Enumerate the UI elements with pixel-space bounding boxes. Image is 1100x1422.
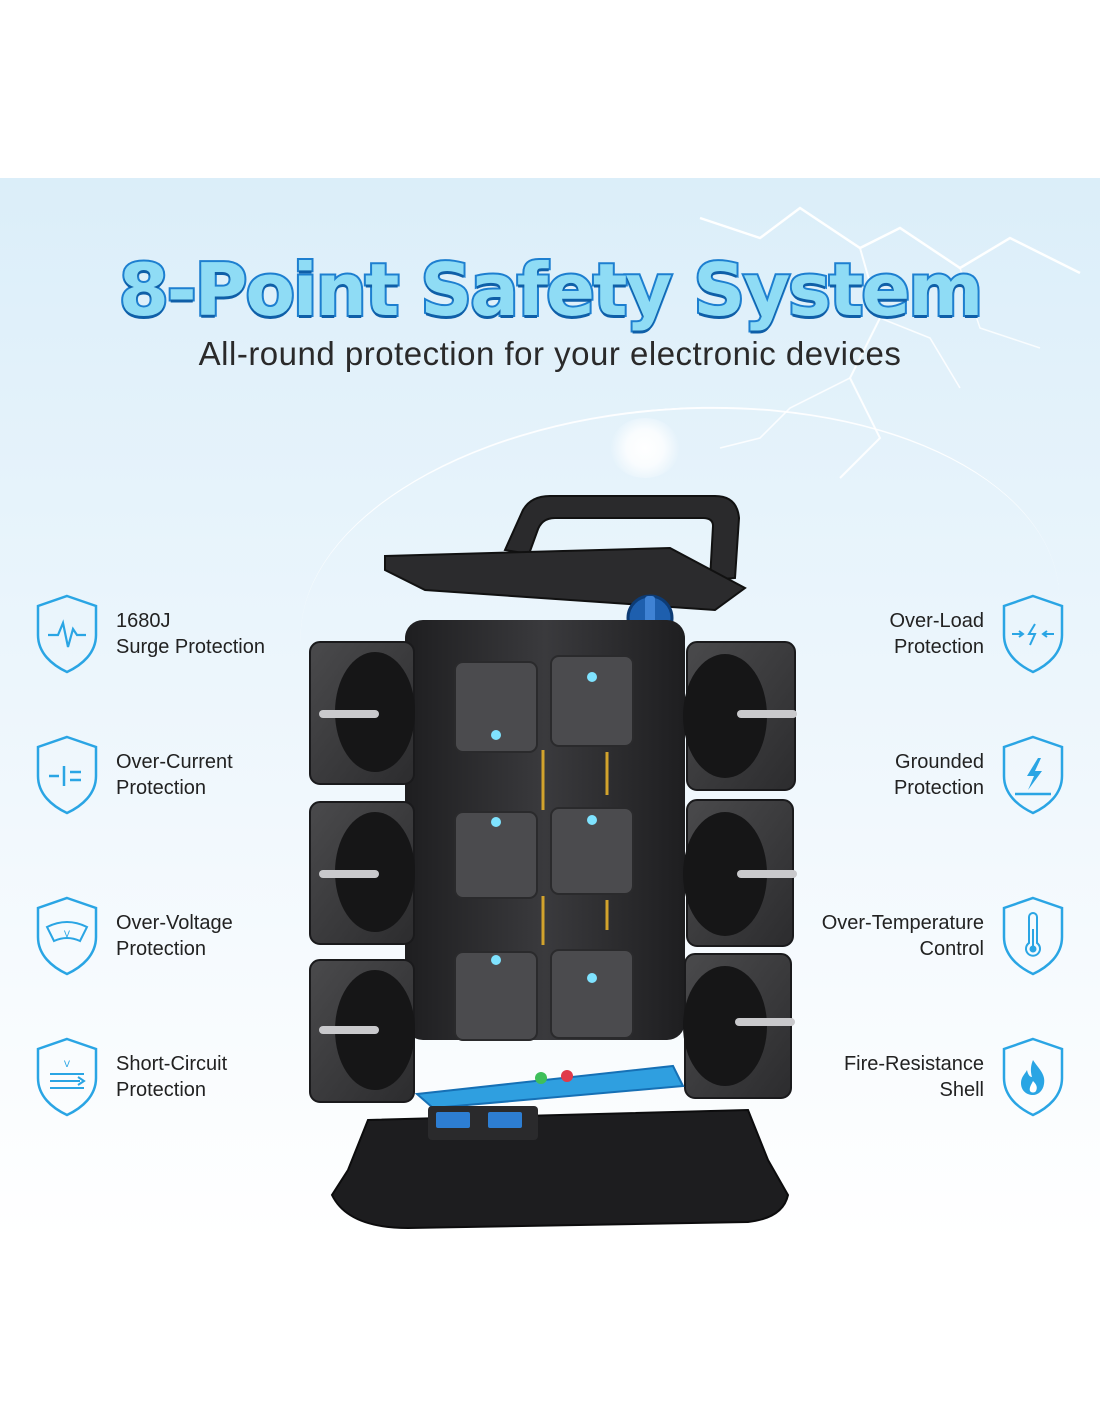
feature-label: Over-Temperature Control <box>821 912 984 960</box>
page-subtitle: All-round protection for your electronic… <box>198 335 902 372</box>
feature-grounded: Grounded Protection <box>894 734 1066 816</box>
feature-label: Over-Current Protection <box>116 751 233 799</box>
feature-over-temperature: Over-Temperature Control <box>822 895 1066 977</box>
voltage-gauge-icon: V <box>36 896 98 976</box>
svg-text:V: V <box>64 1060 71 1070</box>
feature-label: Over-Voltage Protection <box>116 912 233 960</box>
lightning-bolt-decoration <box>699 206 1081 479</box>
flame-icon <box>1002 1037 1064 1117</box>
hero-banner: 8-Point Safety System All-round protecti… <box>0 178 1100 1242</box>
feature-fire-resistance: Fire-Resistance Shell <box>844 1036 1066 1118</box>
usb-port-icon <box>436 1112 470 1128</box>
ground-bolt-icon <box>1002 735 1064 815</box>
tower-base <box>330 1106 790 1230</box>
thermometer-icon <box>1002 896 1064 976</box>
usb-port-icon <box>488 1112 522 1128</box>
feature-label: Grounded Protection <box>893 751 984 799</box>
overload-icon <box>1002 594 1064 674</box>
power-strip-tower-image <box>309 495 797 1120</box>
feature-label: Short-Circuit Protection <box>116 1053 228 1101</box>
feature-over-voltage: V Over-Voltage Protection <box>34 895 233 977</box>
svg-text:V: V <box>64 930 71 940</box>
feature-surge: 1680J Surge Protection <box>34 593 265 675</box>
feature-over-load: Over-Load Protection <box>890 593 1067 675</box>
page-title: 8-Point Safety System <box>117 246 986 334</box>
light-glow <box>610 418 680 478</box>
feature-label: Over-Load Protection <box>889 610 985 658</box>
short-circuit-icon: V <box>36 1037 98 1117</box>
feature-short-circuit: V Short-Circuit Protection <box>34 1036 227 1118</box>
feature-label: 1680J Surge Protection <box>116 610 265 658</box>
feature-over-current: Over-Current Protection <box>34 734 233 816</box>
feature-label: Fire-Resistance Shell <box>843 1053 984 1101</box>
surge-wave-icon <box>36 594 98 674</box>
current-icon <box>36 735 98 815</box>
